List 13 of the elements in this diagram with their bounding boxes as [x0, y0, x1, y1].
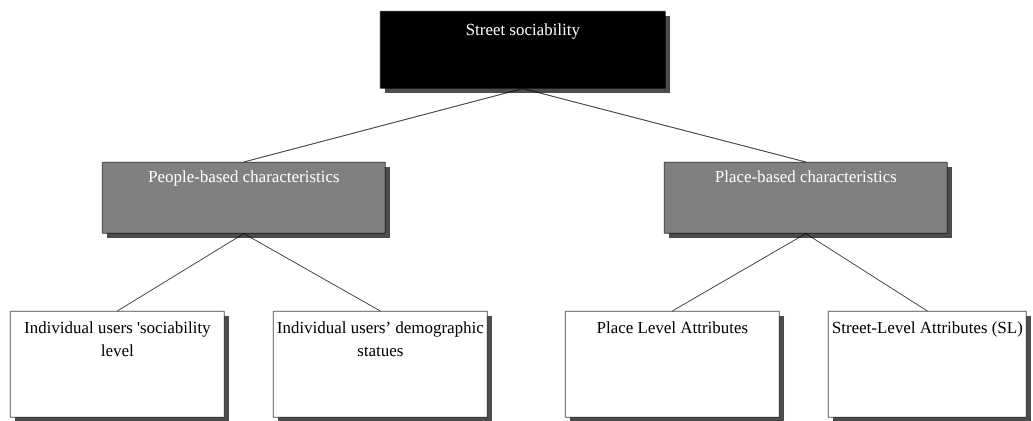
connector-line	[671, 233, 807, 312]
attribute-box: Individual users’ demographic statues	[273, 311, 492, 421]
attribute-box: Place Level Attributes	[565, 311, 784, 421]
connector-line	[243, 88, 524, 163]
connector-line	[522, 88, 807, 163]
connector-line	[116, 233, 245, 312]
title-box: Street sociability	[380, 11, 670, 93]
category-box: People-based characteristics	[102, 162, 390, 238]
connector-line	[243, 233, 381, 312]
attribute-box: Individual users 'sociability level	[10, 311, 229, 421]
attribute-box: Street-Level Attributes (SL)	[828, 311, 1031, 421]
connector-line	[805, 233, 928, 312]
category-box: Place-based characteristics	[664, 162, 952, 238]
